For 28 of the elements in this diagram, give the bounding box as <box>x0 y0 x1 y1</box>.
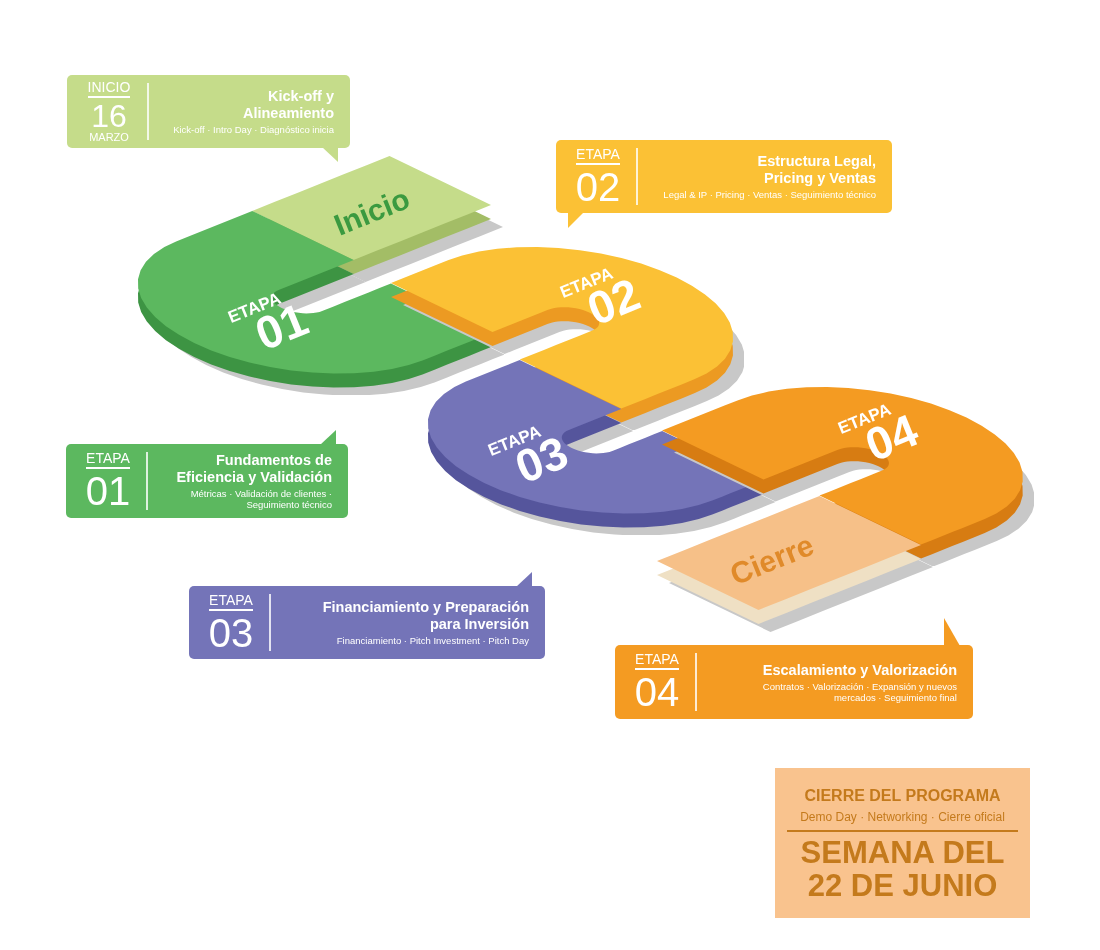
closing-description: Demo Day · Networking · Cierre oficial <box>787 808 1018 832</box>
callout-title: Financiamiento y Preparación para Inversión <box>321 599 529 633</box>
stage-label: ETAPA <box>86 451 130 469</box>
segment-label: Inicio <box>330 183 414 241</box>
closing-title: CIERRE DEL PROGRAMA <box>804 786 1001 806</box>
callout-description: Contratos · Valorización · Expansión y nuevos mercados · Seguimiento final <box>761 680 957 703</box>
callout-title: Fundamentos de Eficiencia y Validación <box>175 452 332 486</box>
stage-label: INICIO <box>87 80 131 98</box>
stage-number: 03 <box>208 612 254 653</box>
stage-number: 04 <box>634 672 680 712</box>
stage-number: 16 <box>91 100 127 132</box>
callout-description: Financiamiento · Pitch Investment · Pitch Day <box>336 635 529 646</box>
callout-description: Métricas · Validación de clientes · Seguimiento técnico <box>189 488 332 510</box>
callout-title: Estructura Legal, Pricing y Ventas <box>756 153 876 187</box>
closing-date: SEMANA DEL 22 DE JUNIO <box>799 836 1006 902</box>
month-label: MARZO <box>89 132 129 143</box>
stage-label: ETAPA <box>576 146 620 165</box>
stage-number: 01 <box>85 471 131 511</box>
stage-label: ETAPA <box>635 652 679 670</box>
track-segment <box>656 495 933 632</box>
callout-description: Kick-off · Intro Day · Diagnóstico inicia <box>173 124 334 135</box>
callout-title: Escalamiento y Valorización <box>762 661 957 679</box>
closing-card <box>775 768 1030 918</box>
stage-number: 02 <box>575 166 621 207</box>
callout-description: Legal & IP · Pricing · Ventas · Seguimiento técnico <box>663 189 876 200</box>
stage-label: ETAPA <box>209 592 253 611</box>
callout-title: Kick-off y Alineamiento <box>241 88 334 122</box>
segment-label: Cierre <box>726 529 818 591</box>
